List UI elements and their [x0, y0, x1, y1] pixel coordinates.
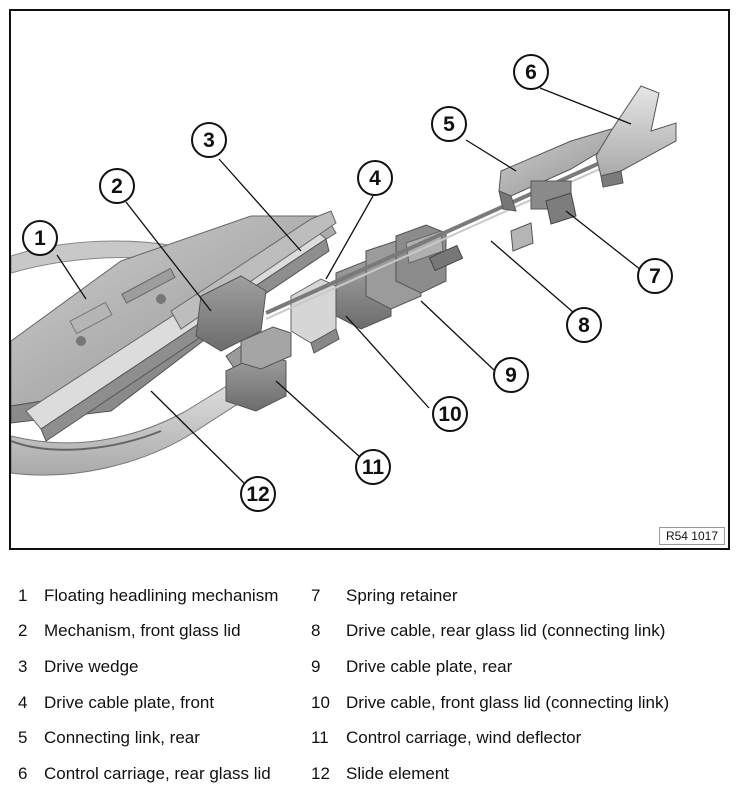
mechanism-illustration: 1 2 3 4 5 6 7: [11, 54, 677, 512]
callout-11-label: 11: [362, 456, 385, 479]
legend-label: Drive wedge: [44, 657, 139, 676]
legend-number: 3: [18, 657, 28, 676]
control-carriage-rear-glass-lid: [595, 85, 677, 188]
diagram-figure: 1 2 3 4 5 6 7: [9, 9, 730, 550]
legend-label: Connecting link, rear: [44, 728, 200, 747]
control-carriage-wind-deflector: [225, 326, 292, 412]
legend-number: 4: [18, 693, 28, 712]
callout-5: 5: [431, 106, 467, 142]
callout-leader-lines: [56, 87, 642, 487]
legend-number: 7: [311, 586, 321, 605]
callout-2: 2: [99, 168, 135, 204]
callout-3-label: 3: [203, 129, 215, 152]
callout-6-label: 6: [525, 61, 537, 84]
legend-label: Drive cable, front glass lid (connecting…: [346, 693, 670, 712]
legend-number: 2: [18, 621, 28, 640]
legend-label: Control carriage, wind deflector: [346, 728, 582, 747]
legend-label: Mechanism, front glass lid: [44, 621, 241, 640]
callout-3: 3: [191, 122, 227, 158]
legend-number: 12: [311, 764, 330, 783]
legend-label: Floating headlining mechanism: [44, 586, 279, 605]
callout-12: 12: [240, 476, 276, 512]
legend-label: Drive cable plate, front: [44, 693, 215, 712]
callout-4: 4: [357, 160, 393, 196]
legend-label: Control carriage, rear glass lid: [44, 764, 271, 783]
spring-retainer: [510, 192, 577, 252]
callout-7-label: 7: [649, 265, 661, 288]
legend-label: Slide element: [346, 764, 450, 783]
figure-reference-code: R54 1017: [658, 527, 725, 545]
legend-number: 6: [18, 764, 28, 783]
callout-8: 8: [566, 307, 602, 343]
callout-10-label: 10: [438, 403, 461, 426]
callout-4-label: 4: [369, 167, 381, 190]
callout-8-label: 8: [578, 314, 590, 337]
callout-2-label: 2: [111, 175, 123, 198]
callout-12-label: 12: [246, 483, 269, 506]
callout-5-label: 5: [443, 113, 455, 136]
callout-11: 11: [355, 449, 391, 485]
legend-number: 1: [18, 586, 28, 605]
legend-label: Spring retainer: [346, 586, 458, 605]
legend-number: 5: [18, 728, 28, 747]
legend-number: 10: [311, 693, 330, 712]
callout-9: 9: [493, 357, 529, 393]
callout-10: 10: [432, 396, 468, 432]
legend-number: 11: [311, 728, 329, 747]
callout-bubbles: 1 2 3 4 5 6 7: [22, 54, 673, 512]
legend-number: 9: [311, 657, 321, 676]
callout-1-label: 1: [34, 227, 46, 250]
callout-7: 7: [637, 258, 673, 294]
drive-cable-plate-rear: [335, 224, 447, 330]
legend-number: 8: [311, 621, 321, 640]
callout-1: 1: [22, 220, 58, 256]
callout-9-label: 9: [505, 364, 517, 387]
legend-label: Drive cable plate, rear: [346, 657, 513, 676]
legend-label: Drive cable, rear glass lid (connecting …: [346, 621, 666, 640]
callout-6: 6: [513, 54, 549, 90]
